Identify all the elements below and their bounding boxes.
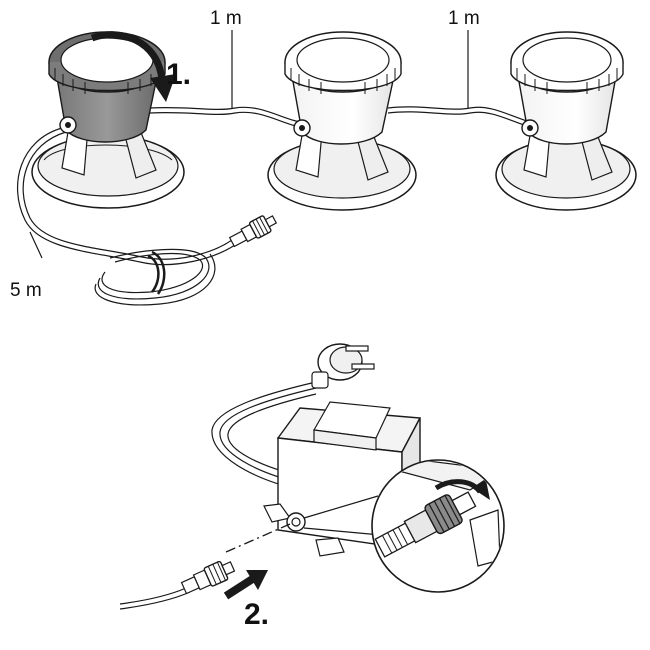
cable-length-label-3: 5 m (10, 280, 42, 301)
straight-arrow-icon (223, 570, 268, 600)
cable-length-label-1: 1 m (210, 8, 242, 29)
lamp-1 (31, 31, 185, 209)
mains-plug (311, 343, 375, 389)
lamp-3 (495, 31, 637, 211)
curved-arrow-icon (90, 31, 176, 102)
step-2-label: 2. (244, 598, 269, 631)
cable-lines (17, 106, 531, 306)
step-1-label: 1. (166, 58, 191, 91)
transformer-cable (211, 381, 317, 491)
lamp-2 (267, 31, 417, 211)
cable-length-label-2: 1 m (448, 8, 480, 29)
connection-guide-line (225, 523, 291, 553)
cable-connector (228, 215, 278, 248)
cable-tie (147, 250, 166, 295)
dimension-ticks (29, 30, 469, 259)
plug-in-cable (119, 560, 236, 610)
detail-magnifier (371, 459, 505, 593)
